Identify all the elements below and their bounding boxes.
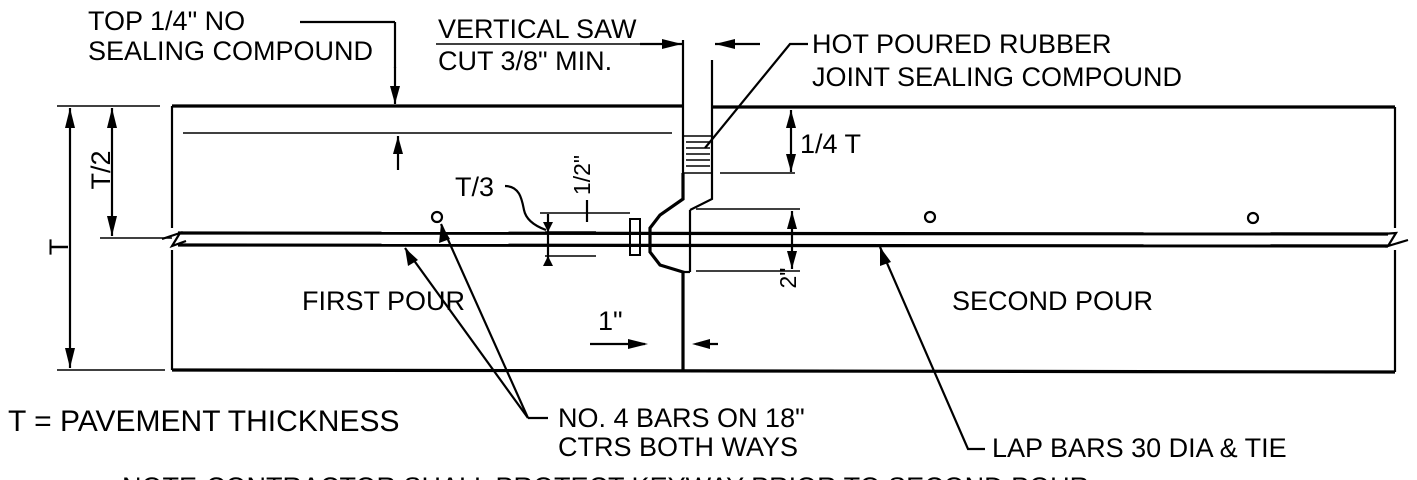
transverse-bars [430, 210, 1260, 225]
first-pour-label: FIRST POUR [302, 286, 465, 316]
lap-bars-label: LAP BARS 30 DIA & TIE [992, 433, 1287, 463]
hot-poured-line2: JOINT SEALING COMPOUND [812, 62, 1182, 92]
dim-two-inch [696, 208, 800, 272]
third-t-leader [504, 184, 547, 232]
dim-half-inch-label: 1/2" [569, 155, 595, 195]
dim-half-t-label: T/2 [86, 150, 116, 189]
vertical-saw-line2: CUT 3/8" MIN. [438, 46, 612, 76]
t-definition: T = PAVEMENT THICKNESS [8, 405, 400, 438]
second-pour-label: SECOND POUR [952, 286, 1153, 316]
hot-poured-leader [704, 42, 808, 149]
right-break-mark [1381, 231, 1409, 248]
bars-label-line2: CTRS BOTH WAYS [558, 432, 798, 462]
hot-poured-line1: HOT POURED RUBBER [812, 29, 1112, 59]
left-break-mark [161, 230, 187, 249]
note-text: NOTE-CONTRACTOR SHALL PROTECT KEYWAY PRI… [122, 472, 1089, 480]
bars-leaders [404, 223, 548, 420]
dim-one-inch-label: 1" [598, 306, 623, 336]
bar-end-detail [629, 218, 641, 256]
dim-t [57, 105, 165, 371]
vertical-saw-line1: VERTICAL SAW [438, 14, 637, 44]
bar-circle-1 [430, 210, 444, 224]
dim-half-t [100, 108, 172, 239]
slab-bottom-edge [171, 368, 1396, 374]
dim-two-inch-label: 2" [775, 268, 801, 289]
top-no-seal-line1: TOP 1/4" NO [88, 6, 245, 36]
bar-circle-3 [1246, 211, 1260, 225]
dim-quarter-t [720, 110, 796, 174]
dim-top-quarter-left [183, 67, 672, 170]
dim-t-label: T [44, 239, 74, 256]
keyway-profile [648, 173, 685, 372]
bars-label-line1: NO. 4 BARS ON 18" [558, 403, 805, 433]
dim-third-t-label: T/3 [455, 172, 494, 202]
lap-bars-leader [878, 246, 985, 451]
dim-half-inch [540, 200, 630, 266]
bar-circle-2 [923, 210, 937, 224]
dim-quarter-t-label: 1/4 T [800, 129, 861, 159]
lap-bars [161, 230, 1409, 249]
slab-outline [170, 104, 1397, 374]
saw-cut-arrows [640, 39, 760, 49]
top-no-seal-line2: SEALING COMPOUND [88, 36, 373, 66]
dim-one-inch [590, 339, 718, 349]
sealing-compound-hatch [682, 135, 713, 174]
construction-joint [629, 40, 714, 372]
